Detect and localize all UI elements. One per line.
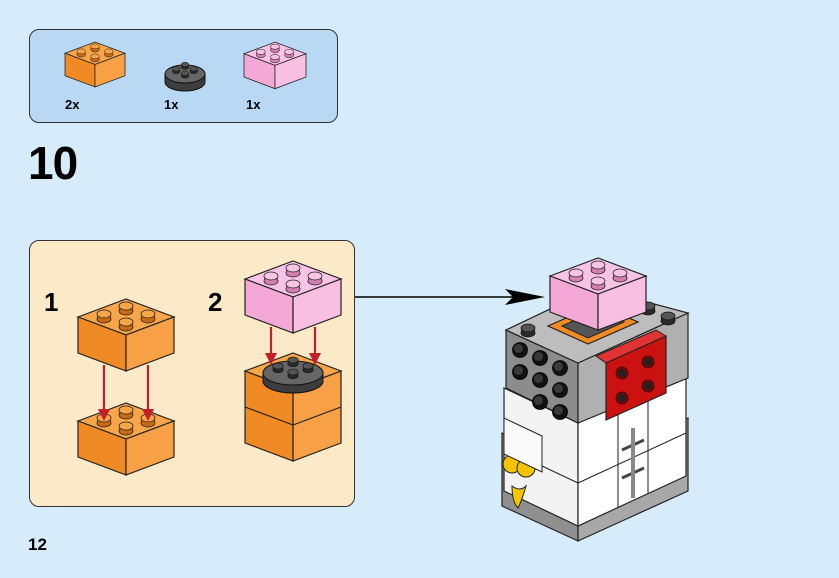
part-quantity: 2x <box>65 97 80 112</box>
part-quantity: 1x <box>164 97 179 112</box>
pink-2x2-brick-icon <box>244 42 306 94</box>
substep-2-illustration <box>243 261 343 462</box>
orange-2x2-brick-icon <box>65 42 125 92</box>
page-number: 12 <box>28 535 47 554</box>
substep-1-illustration <box>78 299 178 469</box>
dark-gray-round-plate-icon <box>164 61 206 92</box>
callout-arrow-icon <box>355 289 545 305</box>
substep-number: 1 <box>44 287 59 317</box>
part-quantity: 1x <box>246 97 261 112</box>
down-arrow-icon <box>98 365 154 421</box>
step-number: 10 <box>28 137 78 189</box>
parts-list-panel: 2x 1x 1x <box>29 29 338 123</box>
main-model-illustration <box>501 258 690 542</box>
substep-number: 2 <box>208 287 223 317</box>
substep-panel: 1 2 <box>29 240 355 507</box>
down-arrow-icon <box>265 327 321 365</box>
